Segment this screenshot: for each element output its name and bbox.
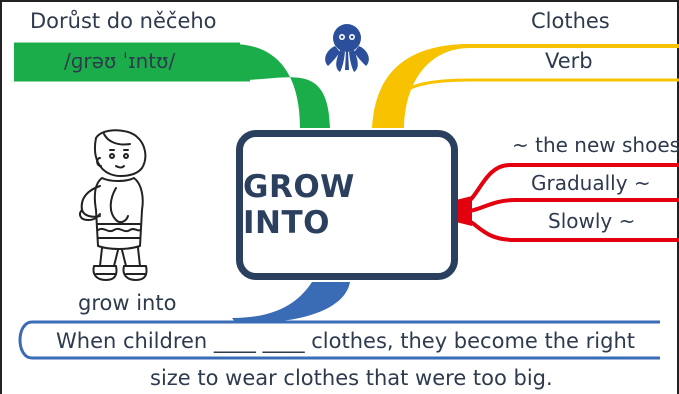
center-topic-box: GROW INTO bbox=[236, 130, 458, 280]
example-sentence-line-1: When children ____ ____ clothes, they be… bbox=[56, 329, 635, 353]
center-topic-title: GROW INTO bbox=[243, 169, 355, 241]
translation-label: Dorůst do něčeho bbox=[30, 9, 217, 33]
collocation-3: Slowly ~ bbox=[548, 209, 636, 233]
category-label: Clothes bbox=[531, 9, 610, 33]
blue-branch bbox=[232, 282, 350, 322]
yellow-branch bbox=[372, 44, 679, 128]
yellow-branch-lower bbox=[393, 78, 679, 101]
pronunciation-label: /ɡrəʊ ˈɪntʊ/ bbox=[64, 49, 176, 73]
collocation-1: ~ the new shoes bbox=[512, 133, 679, 157]
blue-branch-outline bbox=[18, 320, 660, 360]
boy-caption: grow into bbox=[78, 291, 177, 315]
example-sentence-line-2: size to wear clothes that were too big. bbox=[150, 366, 553, 390]
octopus-logo-icon bbox=[325, 24, 369, 72]
part-of-speech-label: Verb bbox=[545, 49, 593, 73]
collocation-2: Gradually ~ bbox=[531, 171, 651, 195]
red-branch-tip bbox=[456, 196, 472, 226]
boy-illustration bbox=[79, 129, 148, 281]
green-branch bbox=[14, 44, 330, 128]
